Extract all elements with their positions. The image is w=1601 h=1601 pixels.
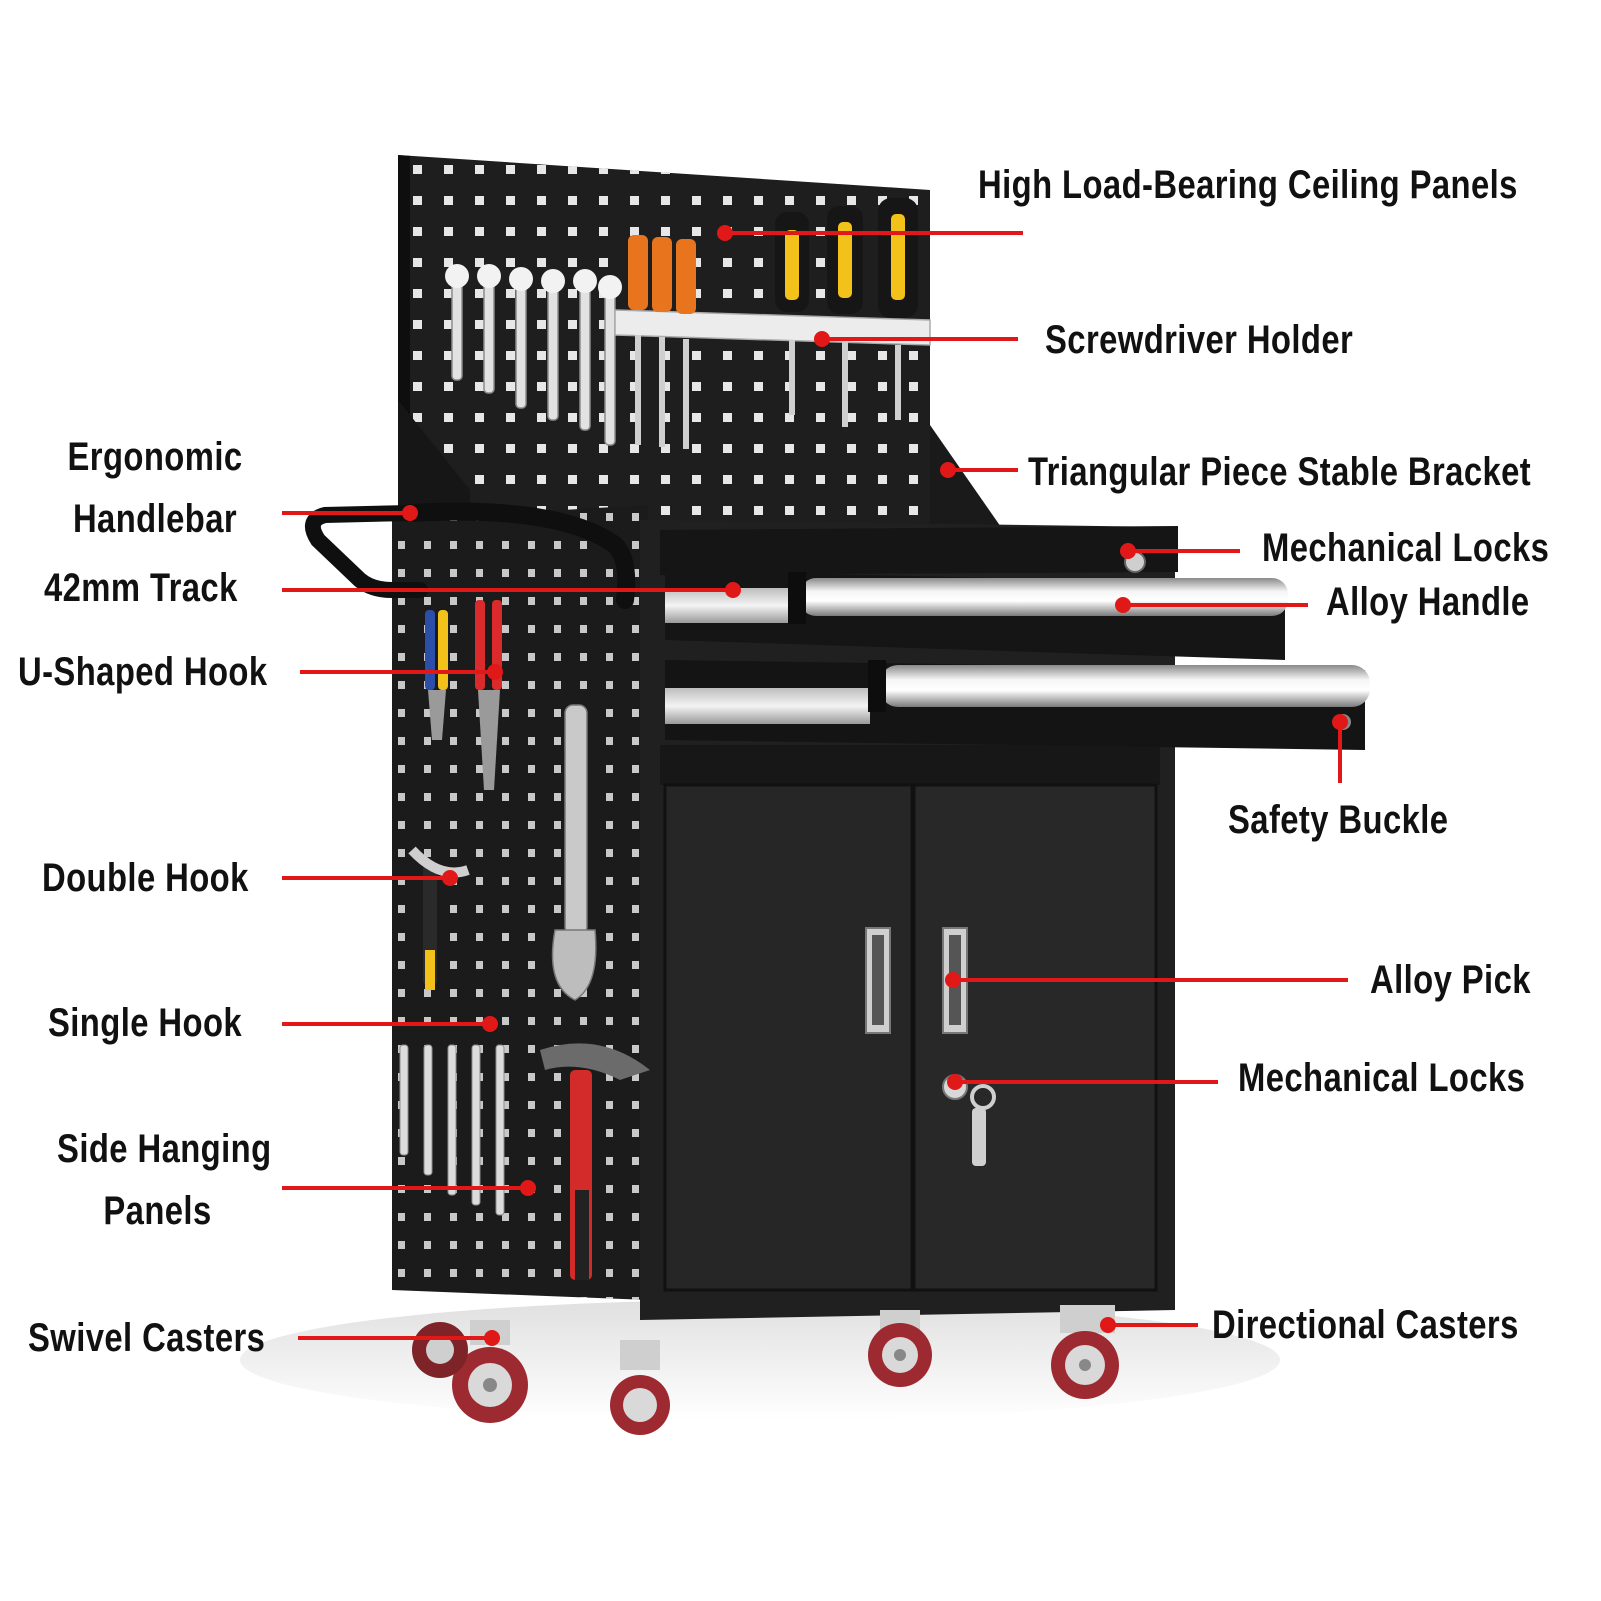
door-right <box>912 783 1158 1292</box>
label-ergonomic-handlebar: Ergonomic Handlebar <box>61 426 250 550</box>
alloy-handle-top <box>800 578 1288 616</box>
callout-dots <box>402 225 1348 1346</box>
directional-caster-front <box>868 1310 932 1387</box>
label-side-panels-line1: Side Hanging <box>57 1127 272 1171</box>
label-directional-casters: Directional Casters <box>1212 1303 1519 1347</box>
label-mechanical-locks-door: Mechanical Locks <box>1238 1056 1526 1100</box>
label-double-hook: Double Hook <box>42 856 249 900</box>
hammer-icon <box>540 1043 650 1280</box>
label-alloy-pick: Alloy Pick <box>1370 958 1531 1002</box>
label-ceiling-panels: High Load-Bearing Ceiling Panels <box>978 163 1518 207</box>
label-42mm-track: 42mm Track <box>44 566 238 610</box>
label-single-hook: Single Hook <box>48 1001 243 1045</box>
caster-front-mid <box>610 1340 670 1435</box>
wrench-set-top <box>445 264 622 446</box>
label-mechanical-locks-top: Mechanical Locks <box>1262 526 1550 570</box>
orange-screwdrivers <box>628 235 696 449</box>
label-safety-buckle: Safety Buckle <box>1228 798 1449 842</box>
floor-shadow <box>240 1300 1280 1420</box>
alloy-handle-bottom <box>880 665 1370 707</box>
swivel-caster-back-left <box>412 1322 468 1378</box>
track-rail-bottom <box>665 688 870 724</box>
triangular-bracket-right <box>930 425 1010 545</box>
hanging-wrench-set-side <box>399 1044 505 1216</box>
drawer-bottom <box>665 660 1370 750</box>
label-ergonomic-line2: Handlebar <box>72 497 238 541</box>
adjustable-wrench-icon <box>551 704 597 1001</box>
swivel-caster-front-left <box>452 1320 528 1423</box>
label-triangular-bracket: Triangular Piece Stable Bracket <box>1028 450 1532 494</box>
double-hook-wrench <box>408 846 470 990</box>
callout-lines <box>282 231 1348 1340</box>
label-screwdriver-holder: Screwdriver Holder <box>1045 318 1354 362</box>
door-left <box>663 783 914 1292</box>
label-alloy-handle: Alloy Handle <box>1326 580 1530 624</box>
label-swivel-casters: Swivel Casters <box>28 1316 266 1360</box>
label-side-panels-line2: Panels <box>103 1189 212 1233</box>
screwdriver-holder-bar <box>614 309 931 346</box>
label-u-shaped-hook: U-Shaped Hook <box>18 650 268 694</box>
label-ergonomic-line1: Ergonomic <box>67 435 243 479</box>
label-side-hanging-panels: Side Hanging Panels <box>57 1118 272 1242</box>
